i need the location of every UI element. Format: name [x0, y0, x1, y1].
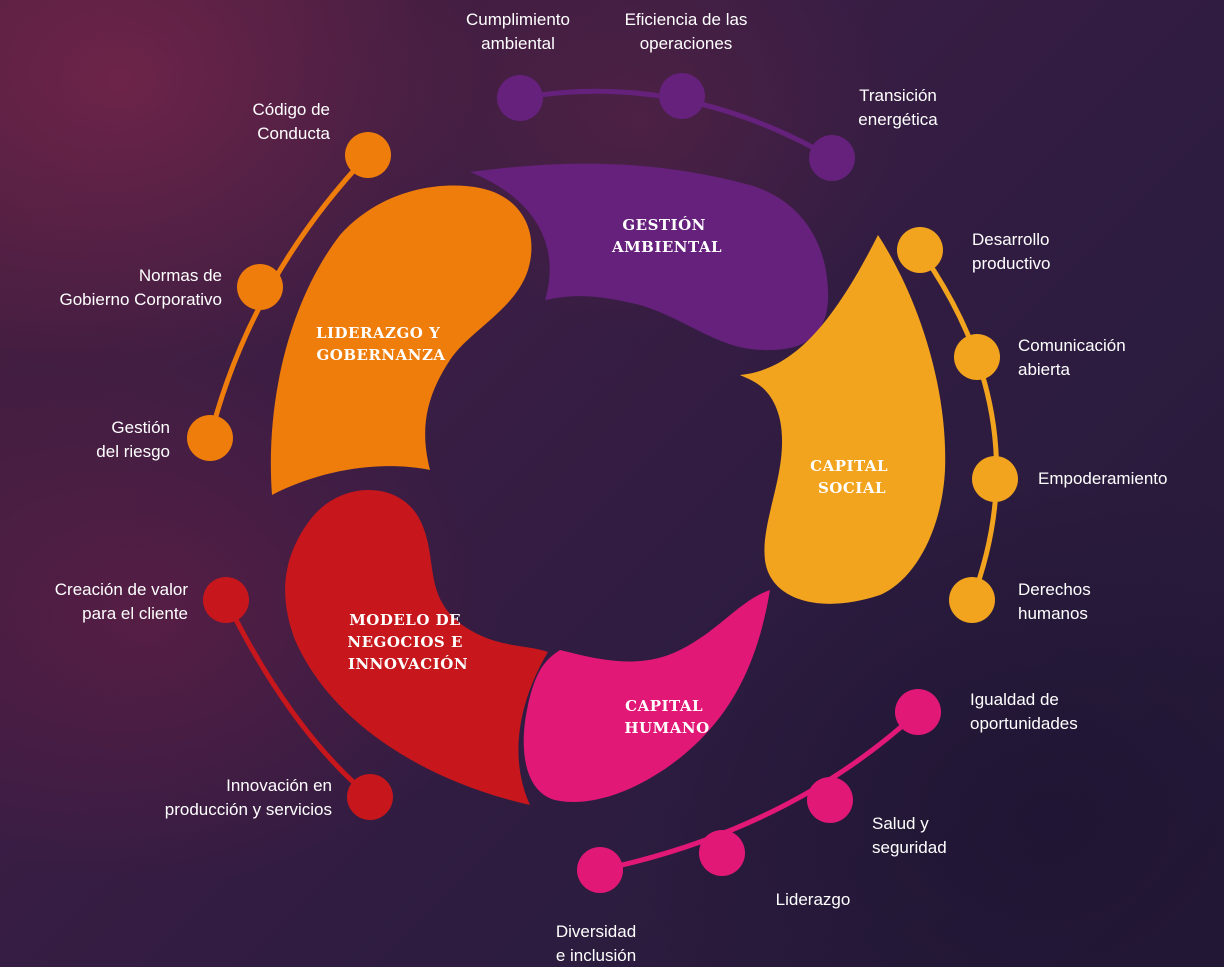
label-modelo-negocios: MODELO DE NEGOCIOS E INNOVACIÓN [347, 611, 468, 673]
dot-comunicacion [954, 334, 1000, 380]
dot-normas [237, 264, 283, 310]
segment-capital-humano [523, 590, 770, 802]
humano-line-1: CAPITAL [625, 697, 703, 715]
segment-gestion-ambiental [470, 163, 829, 351]
topic-igualdad-oportunidades: Igualdad de oportunidades [970, 690, 1078, 733]
negocios-line-1: MODELO DE [349, 611, 461, 629]
segment-modelo-negocios [285, 490, 548, 805]
social-line-1: CAPITAL [810, 457, 888, 475]
dot-igualdad [895, 689, 941, 735]
gestion-line-2: AMBIENTAL [611, 238, 722, 256]
segment-capital-social [740, 235, 946, 604]
topic-liderazgo: Liderazgo [775, 890, 851, 909]
dot-transicion [809, 135, 855, 181]
topic-salud-seguridad: Salud y seguridad [872, 814, 947, 857]
segment-liderazgo [270, 185, 532, 496]
dot-cumplimiento [497, 75, 543, 121]
dot-liderazgo [699, 830, 745, 876]
label-liderazgo: LIDERAZGO Y GOBERNANZA [316, 324, 446, 364]
dot-desarrollo [897, 227, 943, 273]
arc-social [917, 247, 1000, 603]
dot-codigo [345, 132, 391, 178]
dot-innovacion [347, 774, 393, 820]
arc-negocios [223, 597, 373, 800]
label-gestion-ambiental: GESTIÓN AMBIENTAL [611, 216, 722, 256]
negocios-line-3: INNOVACIÓN [348, 655, 468, 673]
topic-gestion-riesgo: Gestión del riesgo [96, 418, 170, 461]
social-line-2: SOCIAL [818, 479, 886, 497]
topic-normas-gobierno: Normas de Gobierno Corporativo [59, 266, 222, 309]
gestion-line-1: GESTIÓN [622, 216, 706, 234]
topic-diversidad-inclusion: Diversidad e inclusión [555, 922, 637, 965]
topic-empoderamiento: Empoderamiento [1038, 469, 1168, 488]
dot-gestion-riesgo [187, 415, 233, 461]
topic-comunicacion-abierta: Comunicación abierta [1018, 336, 1126, 379]
topic-creacion-valor: Creación de valor para el cliente [54, 580, 188, 623]
dot-derechos [949, 577, 995, 623]
arc-humano [597, 709, 921, 873]
dot-empoderamiento [972, 456, 1018, 502]
negocios-line-2: NEGOCIOS E [347, 633, 463, 651]
topic-derechos-humanos: Derechos humanos [1018, 580, 1091, 623]
dot-creacion [203, 577, 249, 623]
label-capital-humano: CAPITAL HUMANO [624, 697, 709, 737]
topic-cumplimiento-ambiental: Cumplimiento ambiental [466, 10, 570, 53]
liderazgo-line-1: LIDERAZGO Y [316, 324, 440, 342]
dot-eficiencia [659, 73, 705, 119]
humano-line-2: HUMANO [624, 719, 709, 737]
dot-diversidad [577, 847, 623, 893]
topic-innovacion-produccion: Innovación en producción y servicios [164, 776, 332, 819]
label-capital-social: CAPITAL SOCIAL [810, 457, 894, 497]
dot-salud [807, 777, 853, 823]
topic-eficiencia-operaciones: Eficiencia de las operaciones [624, 10, 748, 53]
liderazgo-line-2: GOBERNANZA [316, 346, 445, 364]
topic-transicion-energetica: Transición energética [858, 86, 938, 129]
topic-codigo-conducta: Código de Conducta [252, 100, 330, 143]
topic-desarrollo-productivo: Desarrollo productivo [972, 230, 1051, 273]
